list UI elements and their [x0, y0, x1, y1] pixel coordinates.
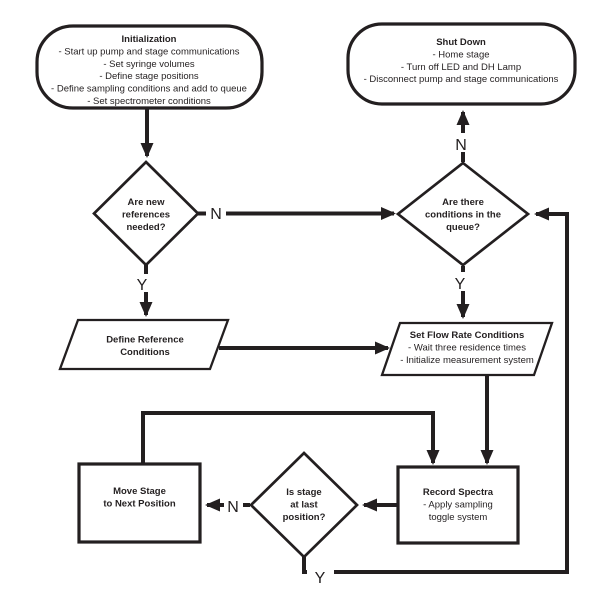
label-bg — [133, 274, 152, 292]
record-spectra-line: - Apply sampling — [423, 499, 493, 510]
initialization-line: - Define stage positions — [99, 71, 199, 82]
shut-down-title: Shut Down — [436, 37, 486, 48]
references-no-label: N — [210, 206, 222, 223]
node-move-stage: Move Stage to Next Position — [77, 462, 202, 544]
shut-down-line: - Home stage — [432, 49, 489, 60]
node-define-reference: Define Reference Conditions — [58, 318, 230, 371]
initialization-line: - Start up pump and stage communications — [58, 46, 239, 57]
node-shut-down: Shut Down - Home stage - Turn off LED an… — [346, 22, 577, 106]
queue-conditions-line: conditions in the — [425, 210, 501, 221]
set-flow-rate-line: - Wait three residence times — [408, 343, 526, 354]
references-yes-label: Y — [137, 277, 148, 294]
initialization-title: Initialization — [122, 34, 177, 45]
define-reference-parallelogram — [58, 318, 230, 371]
queue-yes-label: Y — [455, 276, 466, 293]
queue-conditions-line: Are there — [442, 197, 484, 208]
label-bg — [224, 495, 243, 514]
new-references-line: needed? — [126, 222, 165, 233]
node-queue-conditions-decision: Are there conditions in the queue? — [395, 161, 531, 267]
set-flow-rate-title: Set Flow Rate Conditions — [410, 330, 525, 341]
queue-conditions-line: queue? — [446, 222, 480, 233]
set-flow-rate-line: - Initialize measurement system — [400, 355, 534, 366]
last-position-line: at last — [290, 500, 318, 511]
record-spectra-title: Record Spectra — [423, 487, 494, 498]
define-reference-line: Define Reference — [106, 335, 184, 346]
initialization-line: - Define sampling conditions and add to … — [51, 84, 247, 95]
queue-conditions-diamond — [395, 161, 531, 267]
initialization-line: - Set syringe volumes — [103, 59, 195, 70]
initialization-line: - Set spectrometer conditions — [87, 96, 211, 107]
shut-down-shape — [346, 22, 577, 106]
lastposition-yes-label: Y — [315, 570, 326, 587]
record-spectra-line: toggle system — [429, 512, 488, 523]
node-last-position-decision: Is stage at last position? — [249, 451, 359, 559]
new-references-diamond — [92, 160, 200, 267]
move-stage-line: to Next Position — [103, 499, 176, 510]
new-references-line: Are new — [128, 197, 166, 208]
shut-down-line: - Disconnect pump and stage communicatio… — [364, 74, 559, 85]
edge-lastposition-yes-to-queue — [302, 207, 569, 574]
node-record-spectra: Record Spectra - Apply sampling toggle s… — [396, 465, 520, 545]
label-bg — [206, 203, 226, 222]
label-bg — [451, 272, 470, 291]
node-initialization: Initialization - Start up pump and stage… — [35, 24, 264, 110]
record-spectra-rect — [396, 465, 520, 545]
label-bg — [307, 566, 334, 585]
last-position-diamond — [249, 451, 359, 559]
node-new-references-decision: Are new references needed? — [92, 160, 200, 267]
last-position-line: position? — [283, 512, 326, 523]
queue-no-label: N — [455, 137, 467, 154]
new-references-line: references — [122, 210, 170, 221]
label-bg — [451, 133, 471, 152]
last-position-line: Is stage — [286, 487, 321, 498]
edge-movestage-to-record — [141, 411, 440, 465]
move-stage-line: Move Stage — [113, 486, 166, 497]
shut-down-line: - Turn off LED and DH Lamp — [401, 62, 521, 73]
initialization-shape — [35, 24, 264, 110]
set-flow-rate-parallelogram — [380, 321, 554, 377]
branch-labels: N Y N Y N Y — [133, 133, 471, 587]
define-reference-line: Conditions — [120, 347, 170, 358]
move-stage-rect — [77, 462, 202, 544]
node-set-flow-rate: Set Flow Rate Conditions - Wait three re… — [380, 321, 554, 377]
lastposition-no-label: N — [227, 499, 239, 516]
